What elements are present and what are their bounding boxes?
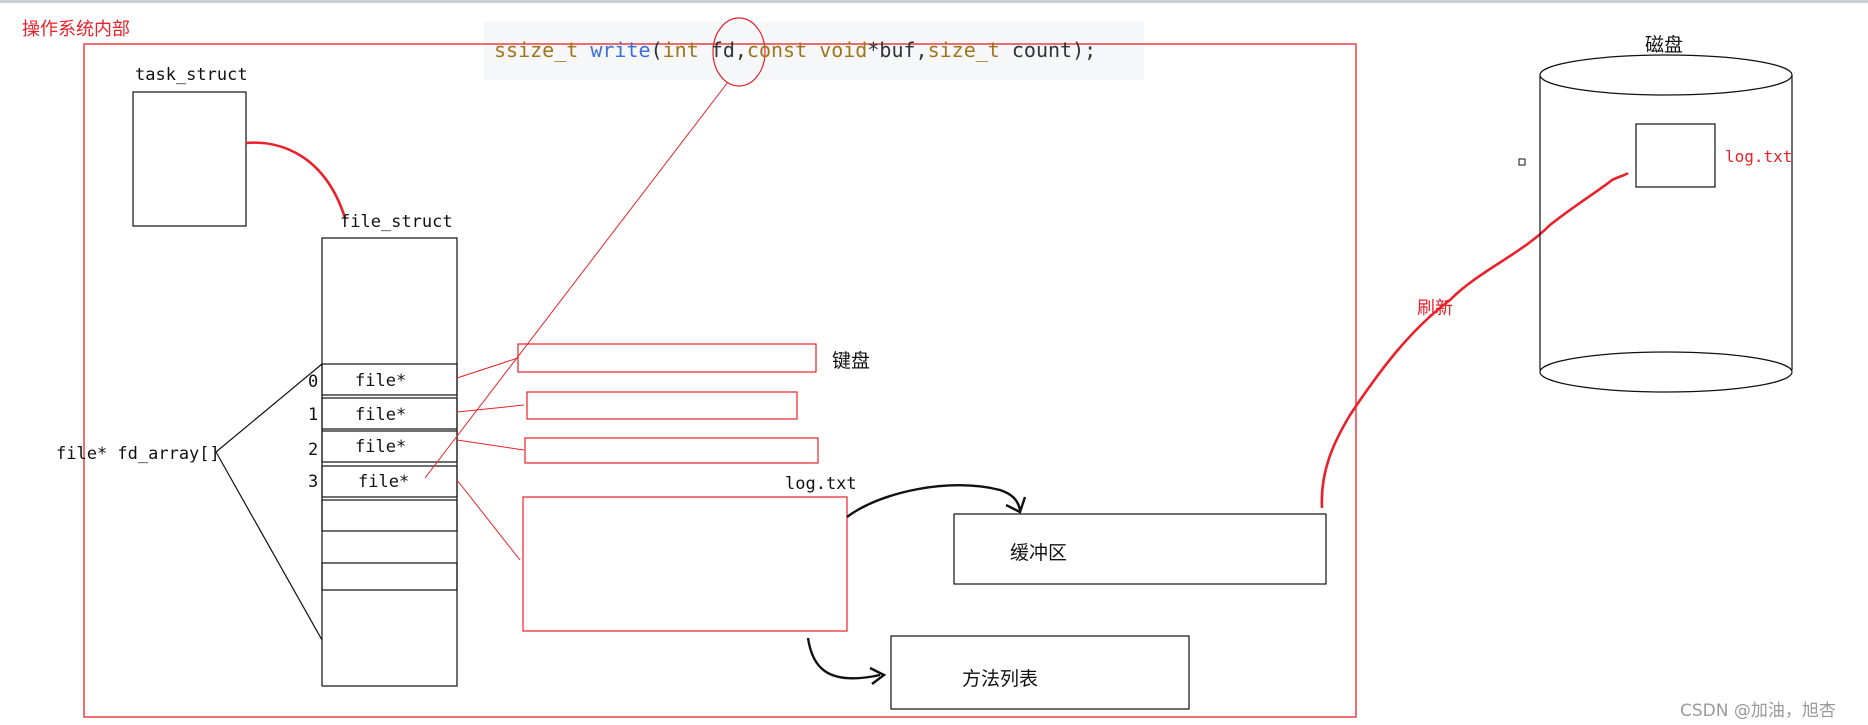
fd-slot-4-box — [321, 499, 458, 532]
fd-index-1: 1 — [308, 405, 319, 425]
stray-square-mark — [1518, 158, 1526, 166]
slot1-to-stdout-link — [456, 404, 525, 413]
fd-index-3: 3 — [308, 472, 319, 492]
disk-file-box — [1635, 123, 1716, 188]
param1-name: fd — [710, 38, 735, 62]
fd-slot-1-label: file* — [355, 405, 407, 425]
code-background — [484, 22, 1144, 80]
fd-slot-3-box — [321, 465, 458, 498]
fd-slot-0-label: file* — [355, 371, 407, 391]
slot2-to-stderr-link — [456, 439, 525, 451]
param1-type: int — [662, 38, 699, 62]
logfile-to-methods-arrow — [806, 637, 881, 680]
flush-link — [1320, 171, 1629, 509]
logfile-to-buffer-arrowhead — [1005, 496, 1027, 514]
keyboard-file-box — [517, 343, 817, 373]
fd-slot-0-box — [321, 363, 458, 396]
fd-slot-2-label: file* — [355, 437, 407, 457]
buffer-label: 缓冲区 — [1010, 542, 1068, 564]
stderr-file-box — [524, 437, 819, 464]
task-struct-box — [132, 91, 247, 227]
stdout-file-box — [526, 391, 798, 420]
log-file-label: log.txt — [785, 474, 857, 494]
write-signature: ssize_t write(int fd,const void*buf,size… — [494, 38, 1097, 62]
fd-array-label: file* fd_array[] — [56, 444, 220, 464]
methods-box — [890, 635, 1190, 710]
function-name: write — [590, 38, 651, 62]
disk-file-label: log.txt — [1725, 147, 1793, 166]
param3-name: count — [1011, 38, 1073, 62]
disk-label: 磁盘 — [1645, 34, 1684, 56]
fd-highlight-pointer — [424, 81, 729, 479]
fd-array-bracket-top — [215, 363, 323, 453]
os-label: 操作系统内部 — [22, 19, 130, 40]
logfile-to-methods-arrowhead — [869, 666, 887, 685]
slot0-to-keyboard-link — [456, 357, 519, 379]
param2-qualifier: const — [746, 38, 808, 62]
fd-index-2: 2 — [308, 440, 319, 460]
log-file-box — [522, 496, 848, 632]
task-to-filestruct-link — [245, 141, 347, 219]
signature-tail: ); — [1072, 38, 1097, 62]
top-rule — [0, 0, 1868, 3]
param2-name: *buf — [867, 38, 916, 62]
disk-top — [1539, 54, 1793, 96]
fd-slot-2-box — [321, 430, 458, 463]
param2-type: void — [819, 38, 868, 62]
fd-slot-1-box — [321, 397, 458, 430]
os-boundary — [83, 43, 1357, 718]
keyboard-label: 键盘 — [832, 350, 871, 372]
task-struct-label: task_struct — [135, 65, 248, 85]
disk-bottom — [1539, 351, 1793, 393]
flush-label: 刷新 — [1417, 298, 1453, 319]
fd-slot-3-label: file* — [358, 472, 410, 492]
methods-label: 方法列表 — [962, 668, 1039, 690]
param3-type: size_t — [927, 38, 1000, 62]
fd-slot-5-box — [321, 562, 458, 591]
file-struct-label: file_struct — [340, 212, 453, 232]
slot3-to-logfile-link — [456, 479, 521, 561]
watermark: CSDN @加油，旭杏 — [1680, 701, 1836, 721]
buffer-box — [953, 513, 1327, 585]
fd-highlight-ellipse — [712, 17, 766, 87]
logfile-to-buffer-arrow — [846, 484, 1022, 518]
fd-index-0: 0 — [308, 372, 319, 392]
return-type: ssize_t — [494, 38, 579, 62]
fd-array-bracket-bottom — [215, 451, 323, 641]
